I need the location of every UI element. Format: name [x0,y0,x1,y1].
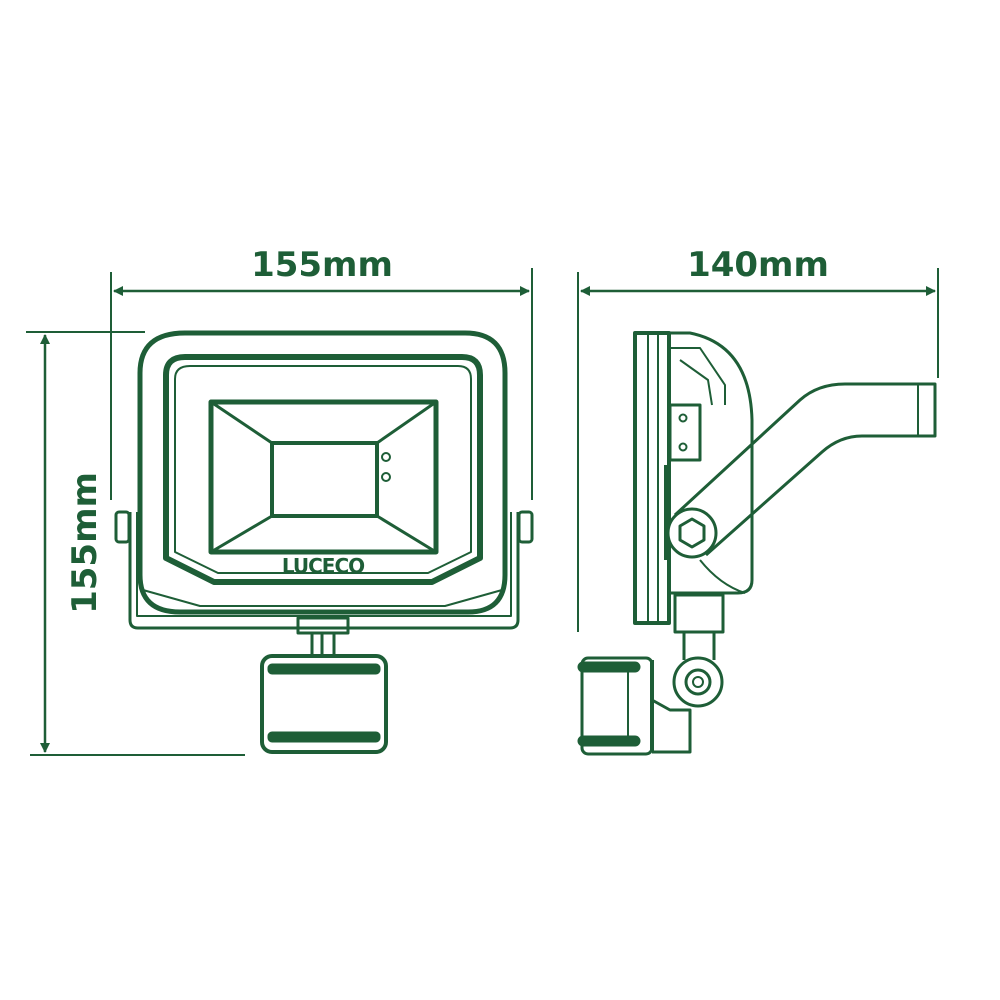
hex-bolt [678,517,706,549]
led-bevel-bl [210,514,273,554]
indicator-dot-2 [381,472,391,482]
yoke-bracket [128,512,520,630]
led-panel-outer [208,399,439,555]
led-bevel-br [376,514,437,554]
front-width-label: 155mm [251,245,393,285]
side-rear-housing [669,331,754,595]
pir-sensor-head [260,654,388,754]
mounting-arm [673,382,937,557]
yoke-bolt-left [114,510,131,544]
housing-outer [137,330,508,615]
led-panel-inner [270,441,379,518]
side-depth-dimension [577,268,939,632]
led-bevel-tr [376,400,437,445]
brand-logo: LUCECO [282,554,364,578]
bezel [163,354,483,585]
sensor-pivot [672,656,724,708]
front-width-dimension [110,268,533,500]
led-bevel-tl [210,400,273,445]
front-view [114,330,534,754]
housing-lower-band [142,589,503,607]
pir-sensor-top-band [267,663,381,675]
yoke-bolt-right [517,510,534,544]
side-depth-label: 140mm [687,245,829,285]
side-view [577,331,937,756]
side-driver-box [668,403,702,462]
side-sensor-collar [673,593,725,634]
side-front-frame [633,331,671,625]
sensor-stem-collar [296,616,350,635]
front-height-dimension [26,331,245,756]
bezel-inner [174,365,472,574]
front-height-label: 155mm [65,472,105,614]
pir-sensor-bottom-band [267,731,381,743]
indicator-dot-1 [381,452,391,462]
yoke-bracket-inner [136,512,512,617]
